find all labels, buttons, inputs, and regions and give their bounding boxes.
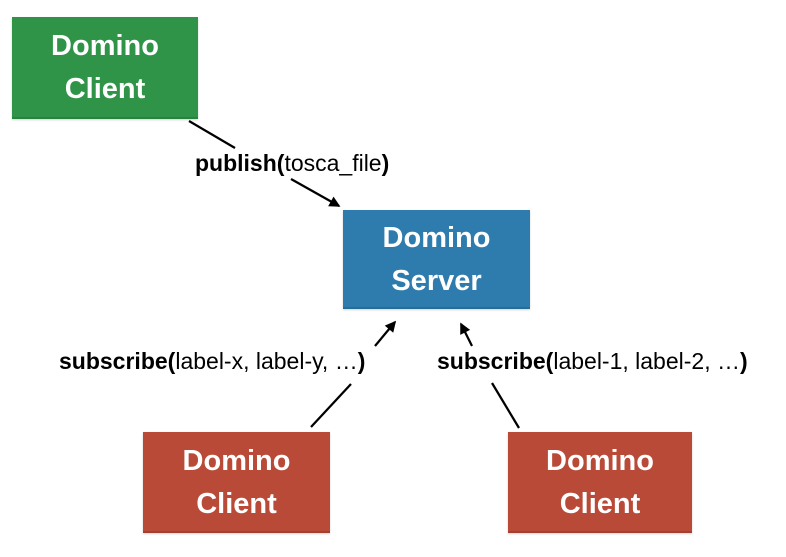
node-subscriber-right-label-line2: Client <box>559 487 641 520</box>
node-subscriber-client-right: Domino Client <box>508 432 692 533</box>
node-publisher-client-label-line1: Domino <box>51 30 159 62</box>
node-subscriber-left-label-line2: Client <box>196 487 277 520</box>
subscribe-right-edge-label: subscribe(label-1, label-2, …) <box>437 348 748 375</box>
subscribe-right-fn-name: subscribe( <box>437 348 554 374</box>
node-subscriber-client-left: Domino Client <box>143 432 330 533</box>
node-publisher-client-label-line2: Client <box>64 73 146 105</box>
subscribe-right-close-paren: ) <box>739 348 748 374</box>
publish-fn-name: publish( <box>195 150 285 176</box>
subscribe-left-args: label-x, label-y, … <box>175 348 358 374</box>
publish-edge-label: publish(tosca_file) <box>195 150 389 177</box>
subscribe-left-fn-name: subscribe( <box>59 348 176 374</box>
subscribe-right-arrow <box>459 322 520 429</box>
node-server-label-line1: Domino <box>382 221 491 254</box>
node-server: Domino Server <box>343 210 530 309</box>
subscribe-left-arrow <box>310 320 397 428</box>
node-publisher-client: Domino Client <box>12 17 198 119</box>
publish-close-paren: ) <box>381 150 390 176</box>
publish-args: tosca_file <box>284 150 382 176</box>
subscribe-right-args: label-1, label-2, … <box>553 348 740 374</box>
node-subscriber-left-label-line1: Domino <box>182 444 291 477</box>
subscribe-left-close-paren: ) <box>357 348 366 374</box>
publish-arrow <box>188 120 341 207</box>
subscribe-left-edge-label: subscribe(label-x, label-y, …) <box>59 348 365 375</box>
node-subscriber-right-label-line1: Domino <box>546 444 654 477</box>
node-server-label-line2: Server <box>391 264 482 297</box>
